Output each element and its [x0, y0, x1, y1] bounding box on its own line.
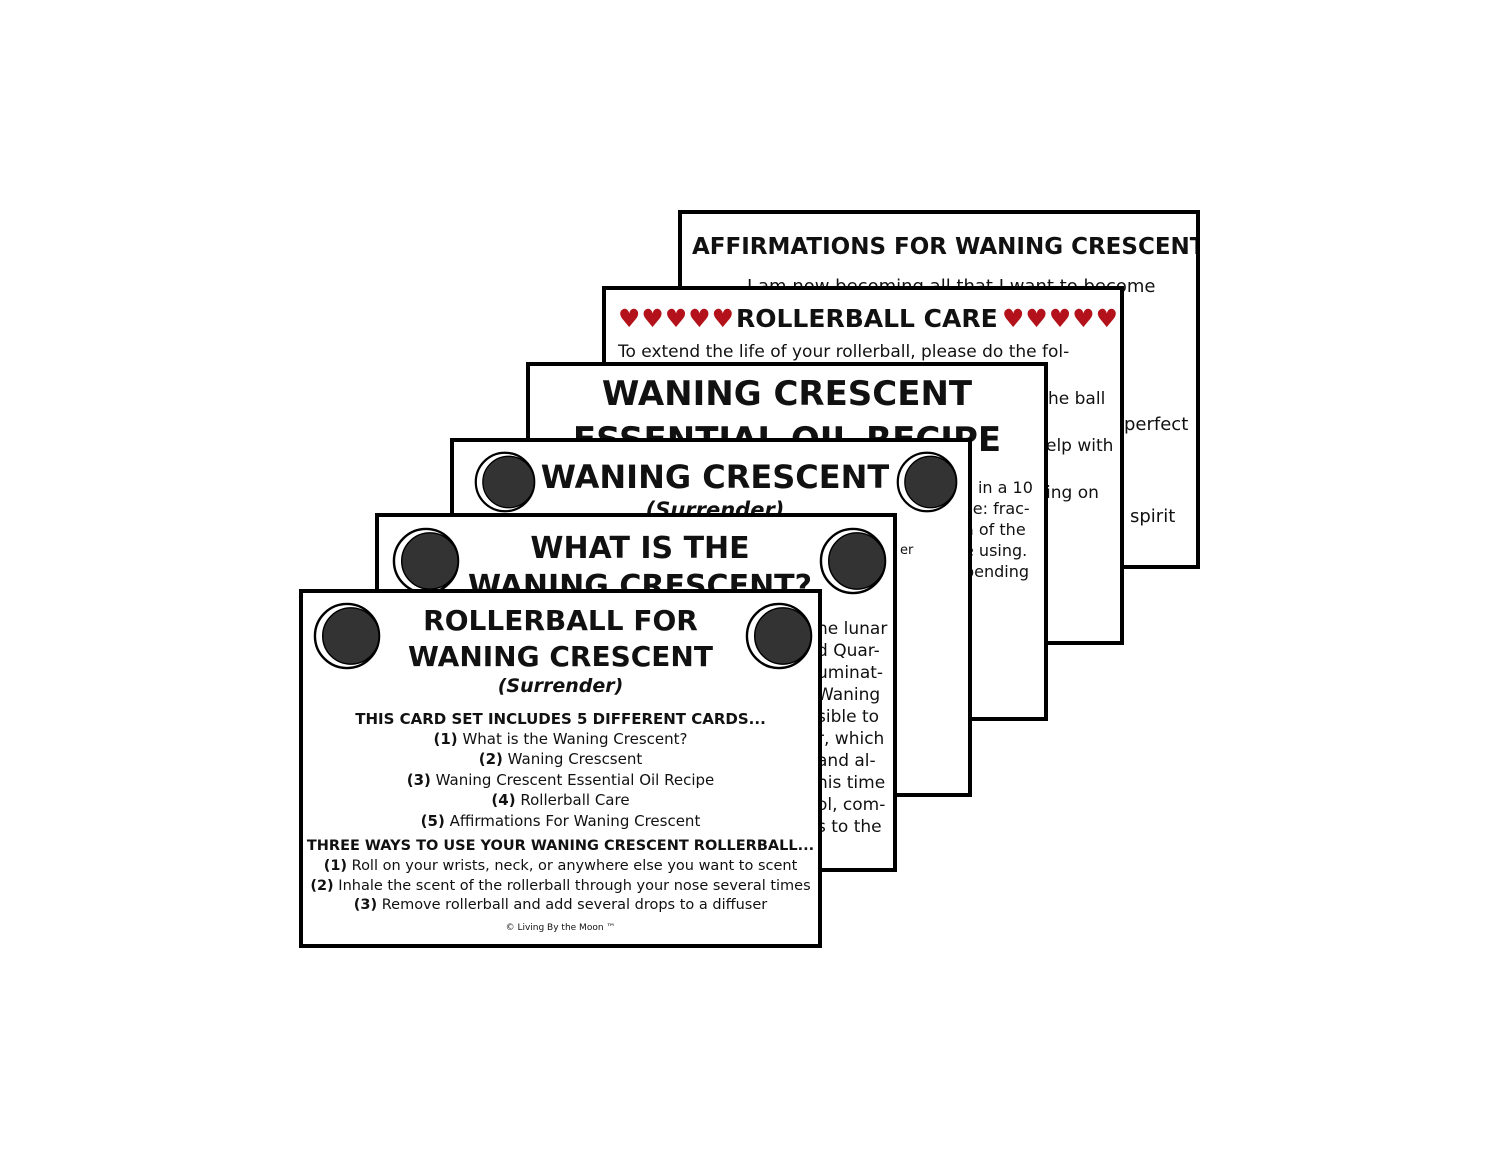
text-fragment: perfect	[1124, 414, 1189, 435]
text-fragment: s to the	[817, 817, 882, 837]
list-item: (3) Remove rollerball and add several dr…	[353, 897, 768, 913]
text-fragment: ce: frac-	[964, 499, 1030, 518]
text-fragment: uminat-	[817, 663, 884, 683]
text-fragment: e using.	[964, 541, 1028, 560]
list-item: (3) Waning Crescent Essential Oil Recipe	[406, 770, 715, 789]
card-subtitle: (Surrender)	[497, 675, 624, 697]
card-title: AFFIRMATIONS FOR WANING CRESCENT	[692, 234, 1200, 260]
card-title: ROLLERBALL CARE	[736, 304, 998, 333]
text-fragment: d Quar-	[817, 641, 880, 661]
heart-icon: ♥♥♥♥♥	[618, 304, 736, 333]
list-item: (2) Waning Crescsent	[478, 750, 643, 769]
ways-header: THREE WAYS TO USE YOUR WANING CRESCENT R…	[306, 838, 815, 854]
list-item: (4) Rollerball Care	[491, 791, 630, 810]
text-fragment: a of the	[964, 520, 1026, 539]
text-fragment: spirit	[1130, 506, 1176, 527]
card-title: WANING CRESCENT	[601, 374, 973, 414]
card-title: WANING CRESCENT	[540, 458, 890, 496]
list-item: (1) Roll on your wrists, neck, or anywhe…	[323, 858, 798, 874]
care-line: To extend the life of your rollerball, p…	[618, 342, 1070, 362]
copyright: © Living By the Moon ™	[505, 923, 616, 933]
card-title: WANING CRESCENT	[408, 640, 713, 673]
card-rollerball-for-waning-crescent: ROLLERBALL FOR WANING CRESCENT (Surrende…	[299, 589, 822, 948]
ways-list: (1) Roll on your wrists, neck, or anywhe…	[303, 858, 818, 917]
text-fragment: elp with	[1046, 436, 1114, 456]
list-item: (2) Inhale the scent of the rollerball t…	[310, 877, 811, 894]
card-title: ROLLERBALL FOR	[423, 604, 698, 637]
text-fragment: sible to	[817, 707, 880, 727]
heart-icon: ♥♥♥♥♥	[1002, 304, 1120, 333]
list-item: (5) Affirmations For Waning Crescent	[420, 811, 701, 830]
text-fragment: ing on	[1046, 483, 1099, 503]
card-title: WHAT IS THE	[530, 531, 750, 566]
text-fragment: ol, com-	[817, 795, 886, 815]
text-fragment: il in a 10	[964, 478, 1033, 497]
text-fragment: pending	[964, 562, 1030, 581]
text-fragment: and al-	[817, 751, 876, 771]
text-fragment: he ball	[1048, 389, 1106, 409]
text-fragment: his time	[817, 773, 886, 793]
list-item: (1) What is the Waning Crescent?	[433, 730, 688, 748]
text-fragment: he lunar	[817, 619, 888, 639]
text-fragment: Waning	[817, 685, 881, 705]
card-list: (1) What is the Waning Crescent? (2) Wan…	[303, 730, 818, 832]
includes-header: THIS CARD SET INCLUDES 5 DIFFERENT CARDS…	[355, 710, 766, 728]
text-fragment: r, which	[817, 729, 885, 749]
text-fragment: er	[900, 543, 914, 558]
